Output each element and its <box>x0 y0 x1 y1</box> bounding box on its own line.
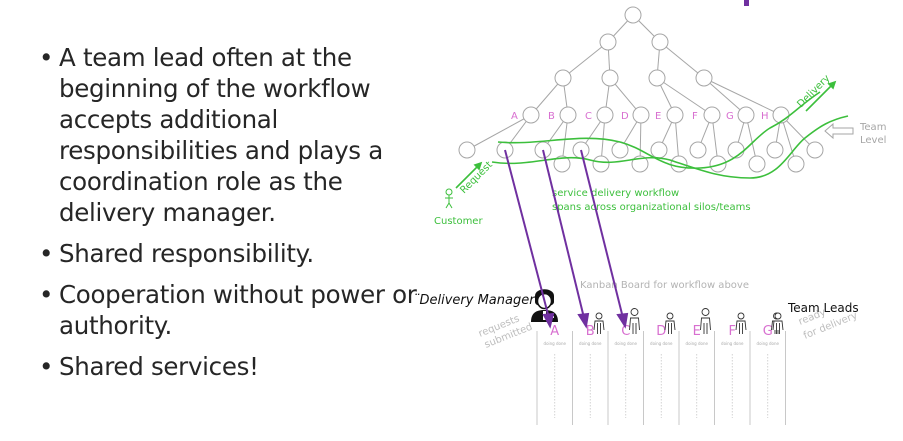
org-node <box>596 106 614 124</box>
team-letter: D <box>621 111 629 122</box>
org-node <box>631 155 649 173</box>
arrowhead-c <box>616 312 629 329</box>
org-node <box>624 6 642 24</box>
team-lead-icon <box>772 312 784 334</box>
bullet-text: Cooperation without power or authority. <box>59 280 417 340</box>
org-node <box>689 141 707 159</box>
kanban-column-header: G <box>763 324 773 339</box>
kanban-title: Kanban Board for workflow above <box>580 280 749 291</box>
bullet-list: •A team lead often at the beginning of t… <box>38 42 418 392</box>
arrowhead-a <box>542 312 555 329</box>
org-node <box>748 155 766 173</box>
delivery-arrowhead <box>827 80 837 90</box>
kanban-column-header: F <box>729 324 736 339</box>
workflow-curves <box>455 80 849 189</box>
bullet-text: Shared responsibility. <box>59 239 314 268</box>
coordination-arrows <box>504 149 629 329</box>
team-letters: A B C D E F G H <box>511 111 769 122</box>
team-letter: F <box>692 111 698 122</box>
org-node <box>670 155 688 173</box>
org-node <box>806 141 824 159</box>
arrowhead-b <box>577 312 590 329</box>
bullet-item: •Shared responsibility. <box>39 239 314 268</box>
org-node <box>648 69 666 87</box>
bullet-item: •A team lead often at the beginning of t… <box>39 43 383 227</box>
team-lead-icon <box>629 308 640 334</box>
kanban-doing-done-label: doing done <box>544 341 567 346</box>
tree-edge <box>466 114 532 151</box>
tree-edge <box>780 114 797 165</box>
org-node <box>522 106 540 124</box>
team-lead-icon <box>664 312 676 334</box>
kanban-column-header: C <box>621 324 630 339</box>
kanban-doing-done-label: doing done <box>721 341 744 346</box>
org-node <box>599 33 617 51</box>
bullet-text: A team lead often at the beginning of th… <box>59 43 383 227</box>
org-node <box>458 141 476 159</box>
kanban-column-header: A <box>550 324 559 339</box>
request-arrowhead <box>473 161 483 171</box>
team-lead-icon <box>700 308 711 334</box>
org-node <box>737 106 755 124</box>
org-node <box>709 155 727 173</box>
org-node <box>787 155 805 173</box>
team-letter: E <box>655 111 661 122</box>
workflow-label-line2: spans across organizational silos/teams <box>552 202 751 213</box>
coordination-arrow-b <box>542 149 586 323</box>
title-accent-mark <box>744 0 749 6</box>
org-node <box>650 141 668 159</box>
org-node <box>592 155 610 173</box>
kanban-column-header: D <box>656 324 666 339</box>
coordination-arrow-a <box>504 149 551 323</box>
team-level-arrow-icon <box>824 122 854 140</box>
tree-nodes <box>458 6 824 173</box>
org-node <box>601 69 619 87</box>
org-node <box>703 106 721 124</box>
team-lead-icon <box>735 312 747 334</box>
team-letter: B <box>548 111 555 122</box>
org-node <box>651 33 669 51</box>
team-leads-label: Team Leads <box>787 301 859 315</box>
org-node <box>632 106 650 124</box>
team-lead-icon <box>593 312 605 334</box>
kanban-column-header: E <box>693 324 701 339</box>
team-letter: G <box>726 111 734 122</box>
org-node <box>553 155 571 173</box>
tree-edge <box>659 41 705 79</box>
org-node <box>554 69 572 87</box>
customer-icon <box>445 188 453 209</box>
delivery-label: Delivery <box>795 73 832 110</box>
tree-edge <box>656 77 713 116</box>
team-letter: A <box>511 111 518 122</box>
customer-label: Customer <box>434 216 483 227</box>
org-node <box>766 141 784 159</box>
delivery-manager-label: ¨Delivery Manager¨ <box>413 293 542 308</box>
team-letter: C <box>585 111 592 122</box>
tree-edges <box>466 14 816 165</box>
team-level-label-line1: Team <box>859 122 886 133</box>
team-letter: H <box>761 111 769 122</box>
org-node <box>559 106 577 124</box>
tree-edge <box>703 77 782 116</box>
workflow-curve-lower <box>491 115 849 179</box>
delivery-arrow <box>805 81 836 112</box>
bullet-item: •Shared services! <box>39 352 259 381</box>
kanban-column-header: B <box>586 324 595 339</box>
kanban-doing-done-label: doing done <box>757 341 780 346</box>
kanban-doing-done-label: doing done <box>579 341 602 346</box>
bullet-text: Shared services! <box>59 352 259 381</box>
kanban-doing-done-label: doing done <box>650 341 673 346</box>
kanban-doing-done-label: doing done <box>615 341 638 346</box>
bullet-item: •Cooperation without power or authority. <box>39 280 417 340</box>
coordination-arrow-c <box>580 149 625 323</box>
workflow-label-line1: service delivery workflow <box>552 188 679 199</box>
org-node <box>695 69 713 87</box>
tree-edge <box>562 41 609 79</box>
org-node <box>666 106 684 124</box>
kanban-doing-done-label: doing done <box>686 341 709 346</box>
workflow-curve-upper <box>497 91 821 169</box>
team-level-label-line2: Level <box>860 135 886 146</box>
tree-edge <box>703 77 747 116</box>
